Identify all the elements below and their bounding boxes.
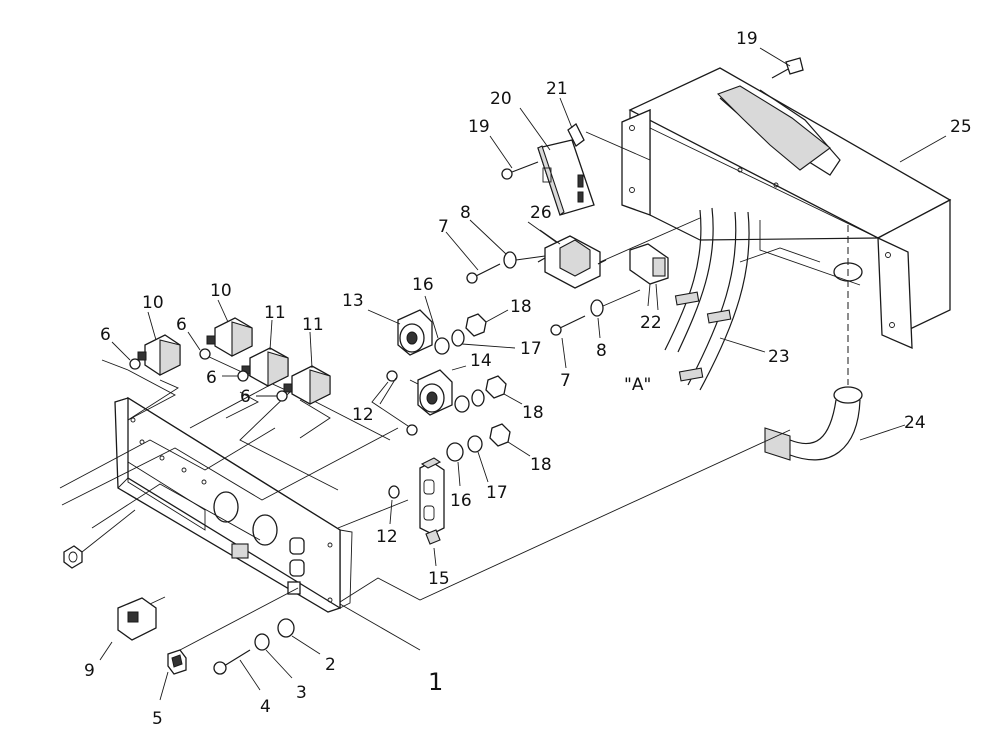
- label-part-10-b: 10: [210, 281, 232, 301]
- washer-16-mid: [454, 395, 470, 413]
- bracket-22: [629, 243, 669, 311]
- o-ring-6-b: [187, 331, 211, 360]
- label-part-22: 22: [640, 313, 662, 333]
- knob-left: [63, 509, 136, 569]
- o-ring-12-upper: [386, 370, 398, 382]
- switch-11-b: [283, 331, 331, 405]
- label-part-11-b: 11: [302, 315, 324, 335]
- label-part-17-b: 17: [486, 483, 508, 503]
- label-part-3: 3: [296, 683, 307, 703]
- washer-3: [254, 633, 293, 679]
- standoff-21: [559, 97, 651, 161]
- label-part-26: 26: [530, 203, 552, 223]
- label-part-12-b: 12: [376, 527, 398, 547]
- screw-7-right: [550, 315, 586, 369]
- label-part-18-a: 18: [510, 297, 532, 317]
- label-part-19-b: 19: [468, 117, 490, 137]
- label-part-19-a: 19: [736, 29, 758, 49]
- label-part-11-a: 11: [264, 303, 286, 323]
- label-part-16-a: 16: [412, 275, 434, 295]
- label-part-15: 15: [428, 569, 450, 589]
- label-part-6-b: 6: [176, 315, 187, 335]
- wiring: [59, 354, 431, 541]
- switch-11-a: [241, 319, 289, 387]
- label-part-6-a: 6: [100, 325, 111, 345]
- label-detail-a: "A": [624, 375, 651, 395]
- screw-4: [213, 649, 261, 691]
- label-part-8-b: 8: [596, 341, 607, 361]
- hose-24: [764, 225, 906, 461]
- label-part-4: 4: [260, 697, 271, 717]
- label-part-10-a: 10: [142, 293, 164, 313]
- washer-17-low: [467, 435, 489, 483]
- label-part-20: 20: [490, 89, 512, 109]
- label-part-16-b: 16: [450, 491, 472, 511]
- washer-17-mid: [471, 389, 485, 407]
- o-ring-6-d: [256, 390, 288, 402]
- nut-18-mid: [485, 375, 523, 405]
- label-part-25: 25: [950, 117, 972, 137]
- washer-17-upper: [451, 329, 516, 349]
- switch-10-b: [206, 299, 253, 357]
- assembly-outline: [337, 429, 791, 603]
- label-part-18-c: 18: [530, 455, 552, 475]
- label-part-6-d: 6: [240, 387, 251, 407]
- o-ring-6-c: [222, 370, 249, 382]
- washer-2: [277, 618, 321, 655]
- breaker-14: [417, 365, 467, 416]
- label-part-14: 14: [470, 351, 492, 371]
- screw-19-board: [489, 135, 539, 180]
- cables-23: [664, 207, 766, 391]
- nut-18-upper: [465, 309, 509, 337]
- washer-16-upper: [424, 295, 450, 355]
- o-ring-12-low: [388, 485, 400, 525]
- receptacle-15: [419, 457, 445, 567]
- leader-lines: [379, 135, 947, 405]
- washer-8-right: [590, 289, 641, 339]
- screw-7-upper: [445, 231, 501, 284]
- label-part-24: 24: [904, 413, 926, 433]
- washer-16-low: [446, 442, 464, 487]
- label-part-2: 2: [325, 655, 336, 675]
- label-part-1: 1: [428, 668, 443, 696]
- label-part-21: 21: [546, 79, 568, 99]
- o-ring-12-mid: [371, 381, 418, 436]
- front-panel-1: [114, 396, 421, 651]
- label-part-18-b: 18: [522, 403, 544, 423]
- circuit-board-20: [519, 107, 595, 216]
- washer-8-upper: [469, 219, 546, 269]
- label-part-8-a: 8: [460, 203, 471, 223]
- label-part-6-c: 6: [206, 368, 217, 388]
- o-ring-6-a: [111, 341, 141, 370]
- part-labels: 1 2 3 4 5 6 6 6 6 7 7 8 8 9 10 10 11 11 …: [84, 29, 972, 729]
- nut-18-low: [489, 423, 531, 457]
- breaker-13: [367, 309, 433, 356]
- switch-10-a: [137, 311, 181, 376]
- label-part-13: 13: [342, 291, 364, 311]
- label-part-17-a: 17: [520, 339, 542, 359]
- label-part-23: 23: [768, 347, 790, 367]
- rocker-switch-9: [99, 596, 166, 661]
- housing-box: [621, 67, 952, 350]
- bolt-19-top: [759, 47, 804, 79]
- indicator-5: [159, 587, 299, 701]
- label-part-12-a: 12: [352, 405, 374, 425]
- label-part-7-a: 7: [438, 217, 449, 237]
- label-part-9: 9: [84, 661, 95, 681]
- relay-26: [537, 217, 701, 289]
- label-part-7-b: 7: [560, 371, 571, 391]
- label-part-5: 5: [152, 709, 163, 729]
